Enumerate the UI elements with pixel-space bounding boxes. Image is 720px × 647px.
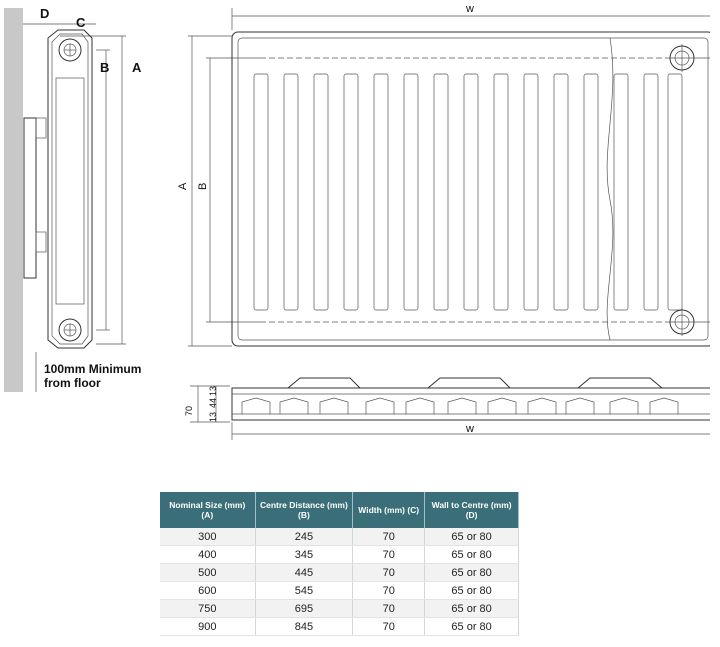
cell-wall-to-centre: 65 or 80 xyxy=(424,617,519,636)
header-width: Width (mm) (C) xyxy=(352,492,426,528)
table-row: 750 695 70 65 or 80 xyxy=(160,599,519,618)
cell-centre-distance: 245 xyxy=(255,528,354,546)
cell-centre-distance: 345 xyxy=(255,545,354,564)
cell-centre-distance: 445 xyxy=(255,563,354,582)
cell-width: 70 xyxy=(352,528,426,546)
cell-nominal-size: 750 xyxy=(160,599,256,618)
table-row: 400 345 70 65 or 80 xyxy=(160,545,519,564)
top-seg-top: 13 xyxy=(208,386,218,396)
cell-nominal-size: 600 xyxy=(160,581,256,600)
cell-centre-distance: 545 xyxy=(255,581,354,600)
table-row: 500 445 70 65 or 80 xyxy=(160,563,519,582)
header-centre-distance: Centre Distance (mm) (B) xyxy=(255,492,354,528)
top-fins xyxy=(241,397,679,414)
cell-wall-to-centre: 65 or 80 xyxy=(424,599,519,618)
label-c: C xyxy=(76,15,86,30)
front-view-diagram: w A B xyxy=(177,3,710,347)
label-b: B xyxy=(100,60,109,75)
front-b-label: B xyxy=(197,183,209,190)
floor-note-line1: 100mm Minimum xyxy=(44,362,141,376)
wall xyxy=(4,8,23,392)
cell-nominal-size: 900 xyxy=(160,617,256,636)
cell-width: 70 xyxy=(352,599,426,618)
cell-nominal-size: 400 xyxy=(160,545,256,564)
top-view-diagram: 70 13 44 13 w xyxy=(184,377,710,440)
table-row: 600 545 70 65 or 80 xyxy=(160,581,519,600)
cell-centre-distance: 695 xyxy=(255,599,354,618)
table-header-row: Nominal Size (mm) (A) Centre Distance (m… xyxy=(160,492,519,528)
top-depth-label: 70 xyxy=(184,406,194,416)
cell-width: 70 xyxy=(352,581,426,600)
top-width-label: w xyxy=(465,423,474,435)
side-view-diagram: D C B A 100mm Minimum from floor xyxy=(4,6,142,392)
front-width-label: w xyxy=(465,3,474,15)
table-row: 300 245 70 65 or 80 xyxy=(160,528,519,546)
header-nominal-size: Nominal Size (mm) (A) xyxy=(160,492,256,528)
cell-wall-to-centre: 65 or 80 xyxy=(424,545,519,564)
cell-width: 70 xyxy=(352,617,426,636)
cell-wall-to-centre: 65 or 80 xyxy=(424,563,519,582)
header-wall-to-centre: Wall to Centre (mm) (D) xyxy=(424,492,519,528)
cell-centre-distance: 845 xyxy=(255,617,354,636)
cell-width: 70 xyxy=(352,563,426,582)
front-a-label: A xyxy=(177,182,189,190)
panel-channels xyxy=(253,73,683,311)
cell-nominal-size: 500 xyxy=(160,563,256,582)
cell-wall-to-centre: 65 or 80 xyxy=(424,528,519,546)
cell-width: 70 xyxy=(352,545,426,564)
cell-wall-to-centre: 65 or 80 xyxy=(424,581,519,600)
floor-note-line2: from floor xyxy=(44,376,101,390)
top-seg-bottom: 13 xyxy=(208,412,218,422)
label-a: A xyxy=(132,60,142,75)
table-row: 900 845 70 65 or 80 xyxy=(160,617,519,636)
top-seg-mid: 44 xyxy=(208,398,218,408)
label-d: D xyxy=(40,6,49,21)
size-table: Nominal Size (mm) (A) Centre Distance (m… xyxy=(160,492,519,636)
cell-nominal-size: 300 xyxy=(160,528,256,546)
